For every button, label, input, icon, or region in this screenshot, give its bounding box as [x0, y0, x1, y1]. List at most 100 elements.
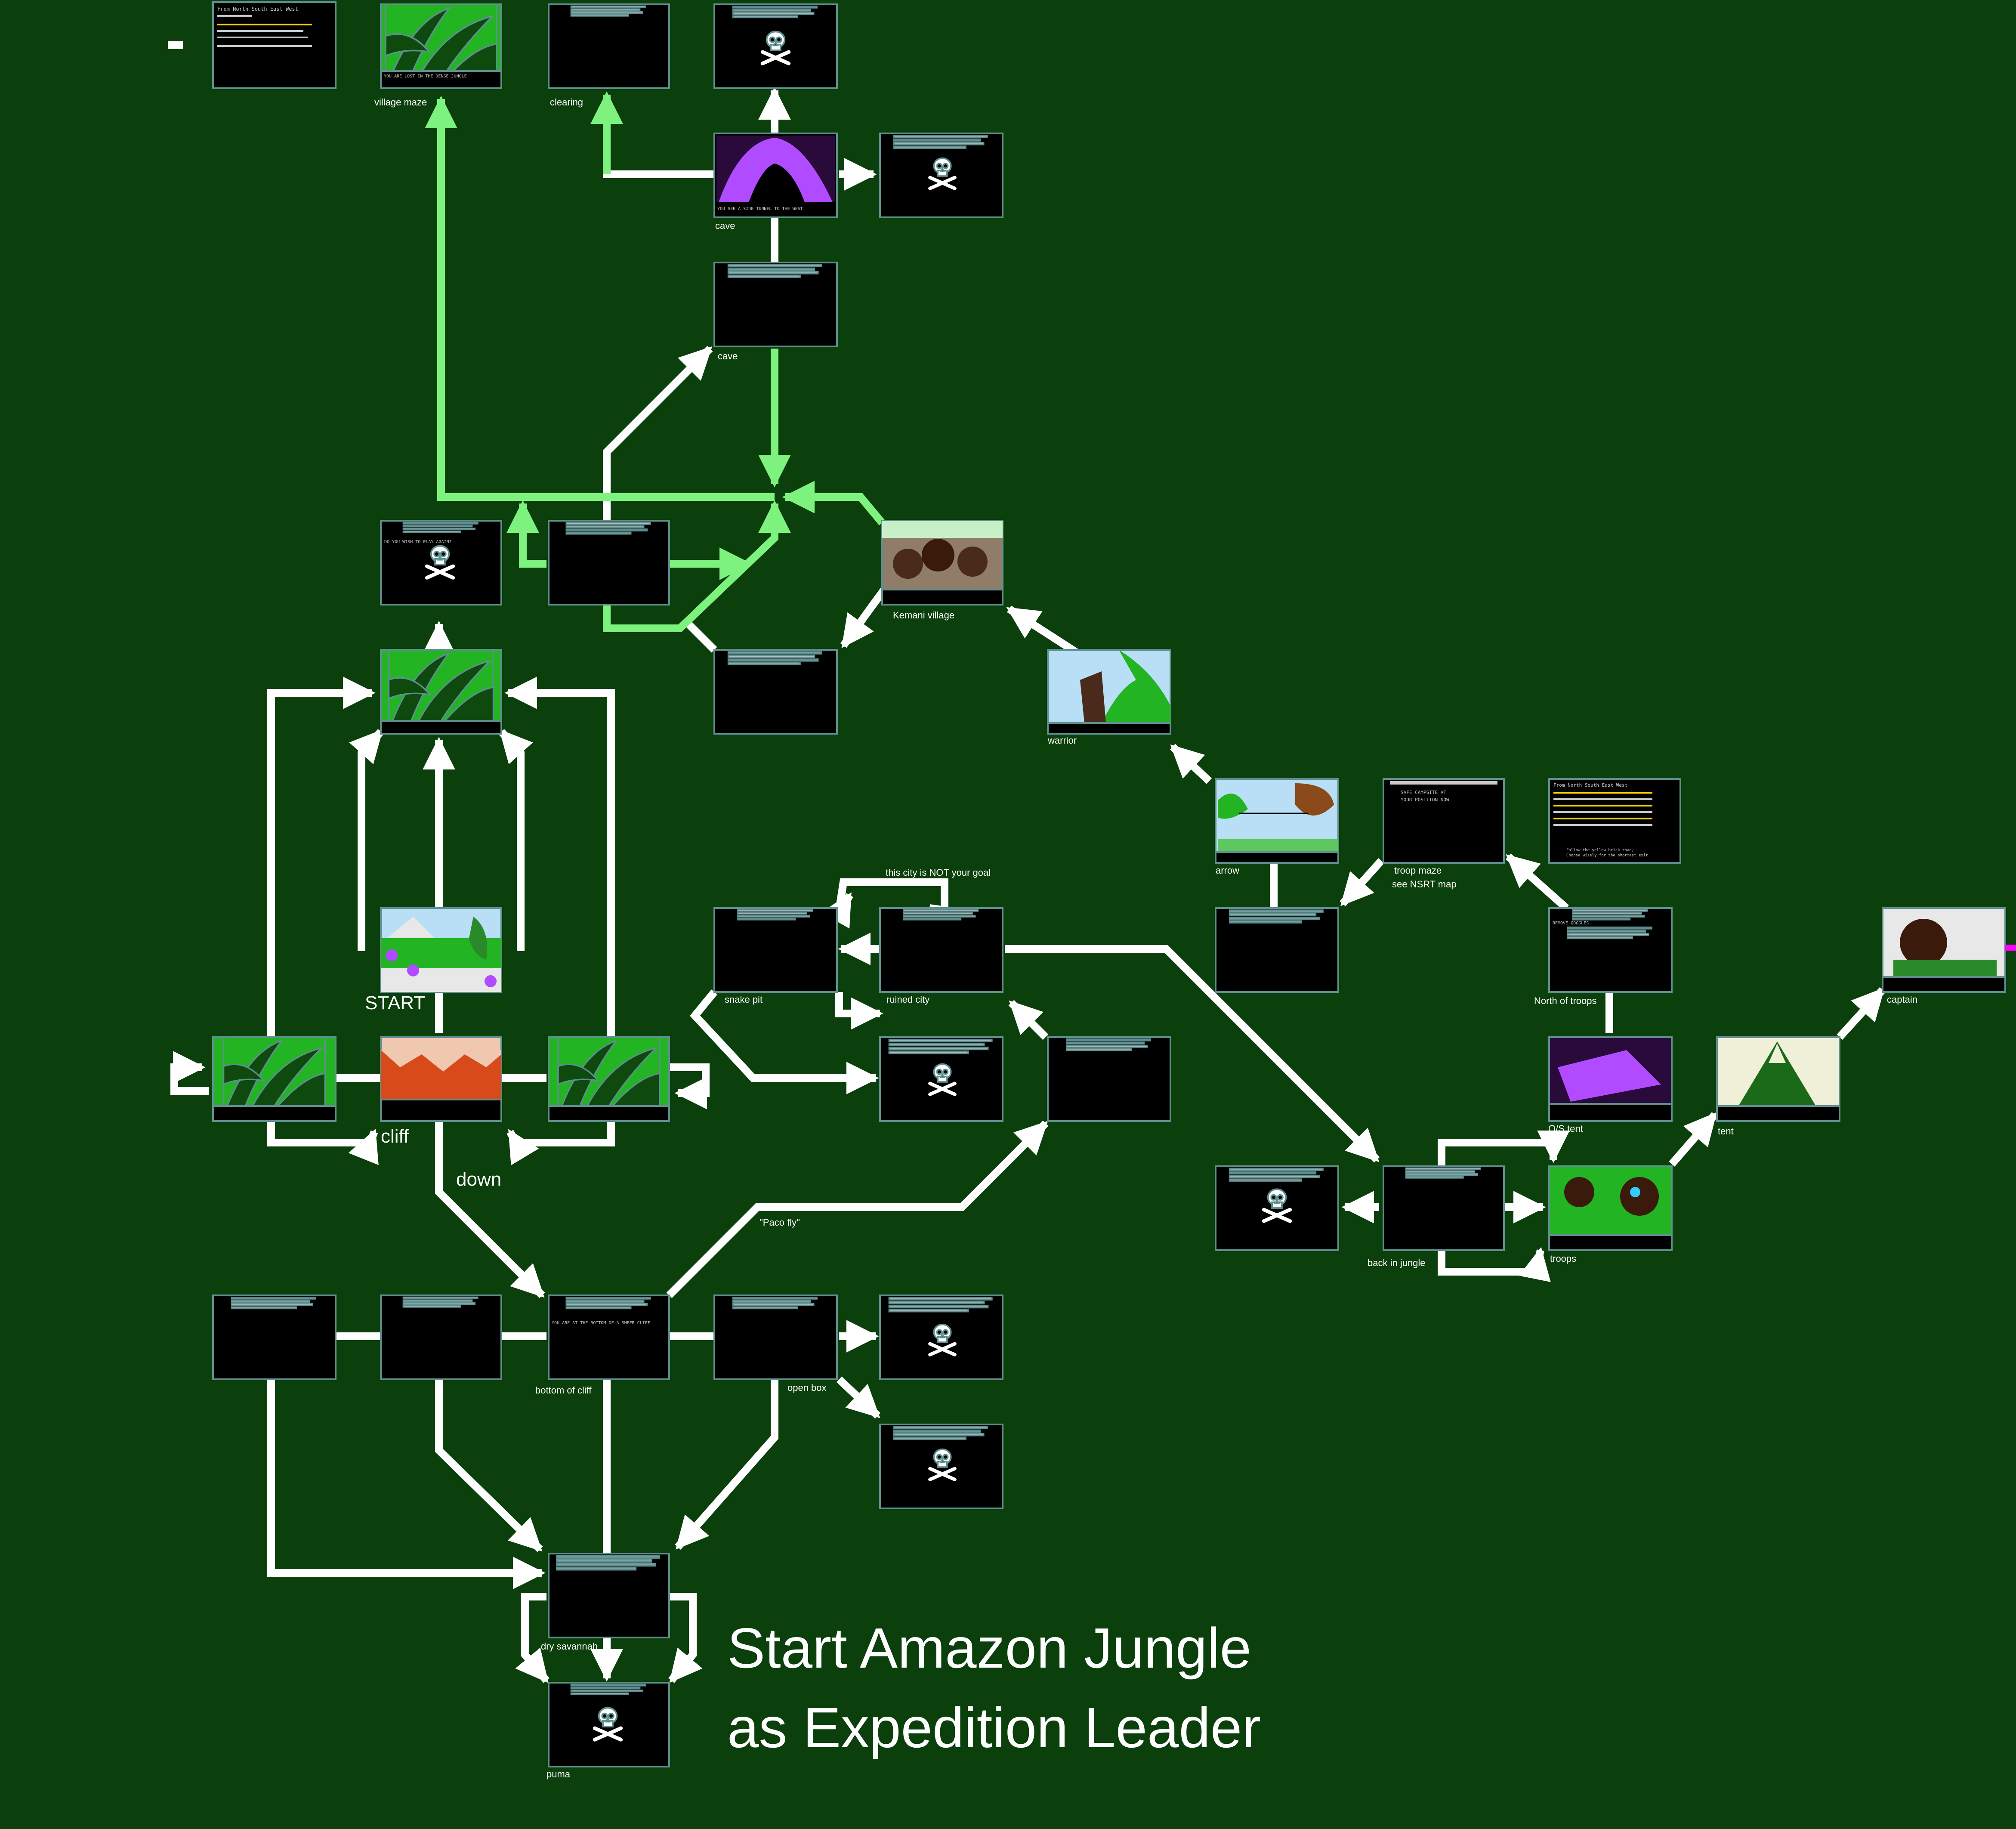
screen-campfire — [713, 649, 838, 735]
screen-puma — [548, 1682, 670, 1767]
title-line-1: Start Amazon Jungle — [727, 1616, 1251, 1680]
label-kemani-village: Kemani village — [893, 610, 954, 621]
screen-back-in-jungle — [1383, 1165, 1505, 1251]
label-warrior: warrior — [1047, 735, 1077, 746]
label-down: down — [456, 1169, 501, 1190]
screen-jungle-sleep — [1215, 907, 1339, 993]
screen-captain — [1882, 907, 2006, 993]
svg-text:DO YOU WISH TO PLAY AGAIN?: DO YOU WISH TO PLAY AGAIN? — [384, 540, 452, 544]
label-os-tent: O/S tent — [1548, 1123, 1583, 1134]
label-back-in-jungle: back in jungle — [1368, 1257, 1426, 1268]
connector — [1506, 853, 1569, 911]
label-troop-maze: troop maze — [1394, 865, 1442, 876]
connectors — [168, 41, 1886, 1683]
connector — [170, 1051, 209, 1095]
svg-text:YOU ARE AT THE BOTTOM OF A SHE: YOU ARE AT THE BOTTOM OF A SHEER CLIFF — [552, 1321, 650, 1325]
screen-bottom-of-cliff: YOU ARE AT THE BOTTOM OF A SHEER CLIFF — [548, 1295, 670, 1380]
connector — [1837, 987, 1886, 1040]
diagram-title: Start Amazon Jungle as Expedition Leader — [727, 1616, 1261, 1759]
connector — [435, 1121, 545, 1298]
connector — [1340, 858, 1384, 907]
maze-table-screen: From North South East West — [212, 1, 337, 89]
screen-death-jungle — [1215, 1165, 1339, 1251]
highlight-path — [425, 91, 885, 632]
screen-death-box2 — [879, 1424, 1003, 1509]
screen-start — [380, 907, 502, 993]
screen-death-cave — [879, 133, 1003, 218]
screen-death-top — [713, 3, 838, 89]
label-cliff: cliff — [381, 1126, 409, 1147]
svg-text:From North South East West: From North South East West — [217, 6, 298, 12]
screen-tent — [1716, 1036, 1840, 1122]
screen-troops — [1548, 1165, 1673, 1251]
label-arrow: arrow — [1216, 865, 1239, 876]
connector — [1008, 1000, 1049, 1040]
screen-bottom-w1 — [380, 1295, 502, 1380]
troop-maze-table: From North South East West Follow the ye… — [1548, 778, 1681, 864]
screen-paco — [1047, 1036, 1171, 1122]
screen-jungle-north — [380, 649, 502, 735]
connector — [685, 621, 717, 653]
connector — [603, 346, 713, 529]
label-see-nsrt-map: see NSRT map — [1392, 879, 1457, 890]
connector — [666, 1120, 1049, 1298]
connector — [821, 892, 853, 929]
svg-text:Follow the yellow brick road,: Follow the yellow brick road, — [1566, 848, 1634, 853]
label-ruined-city: ruined city — [886, 994, 929, 1005]
screen-cliff — [380, 1036, 502, 1122]
screen-cave-top: YOU SEE A SIDE TUNNEL TO THE WEST. — [713, 133, 838, 218]
connector — [498, 729, 533, 951]
label-dry-savannah: dry savannah — [541, 1641, 598, 1652]
label-cave-mid: cave — [718, 351, 738, 361]
label-captain: captain — [1887, 994, 1917, 1005]
screen-jungle-west — [212, 1036, 337, 1122]
connector — [669, 1063, 710, 1109]
connector — [267, 677, 376, 1037]
screen-north-center — [548, 520, 670, 606]
svg-text:YOU SEE A SIDE TUNNEL TO THE W: YOU SEE A SIDE TUNNEL TO THE WEST. — [717, 207, 806, 211]
connector — [349, 729, 384, 951]
connector — [603, 500, 791, 632]
screen-warrior — [1047, 649, 1171, 735]
connector — [1170, 744, 1212, 784]
svg-text:YOUR POSITION NOW: YOUR POSITION NOW — [1401, 797, 1449, 803]
connector — [1006, 606, 1078, 655]
svg-text:REMOVE GOGGLES: REMOVE GOGGLES — [1553, 921, 1589, 926]
screen-ruined-city — [879, 907, 1003, 993]
label-open-box: open box — [787, 1382, 827, 1393]
screen-arrow — [1215, 778, 1339, 864]
screen-bottom-w2 — [212, 1295, 337, 1380]
label-cave-top: cave — [715, 220, 735, 231]
screen-kemani-village — [881, 520, 1003, 606]
screen-troop-maze: SAFE CAMPSITE AT YOUR POSITION NOW — [1383, 778, 1505, 864]
svg-text:YOU ARE LOST IN THE DENSE JUNG: YOU ARE LOST IN THE DENSE JUNGLE — [384, 74, 467, 79]
connector — [267, 1379, 546, 1589]
screen-clearing — [548, 3, 670, 89]
label-tent: tent — [1718, 1126, 1734, 1137]
screen-os-tent — [1548, 1036, 1673, 1122]
connector — [1438, 1247, 1551, 1282]
screen-open-box — [713, 1295, 838, 1380]
connector — [690, 989, 879, 1094]
label-troops: troops — [1550, 1253, 1576, 1264]
screen-snake-pit — [713, 907, 838, 993]
connector — [590, 91, 714, 178]
screen-dry-savannah — [548, 1553, 670, 1638]
connector — [782, 481, 885, 525]
screen-cave-mid — [713, 262, 838, 347]
connector — [435, 1379, 543, 1552]
connector — [1005, 945, 1380, 1163]
connector — [267, 1121, 379, 1165]
label-north-of-troops: North of troops — [1534, 995, 1597, 1006]
connector — [675, 1379, 778, 1550]
label-snake-pit: snake pit — [725, 994, 763, 1005]
connector — [1438, 1130, 1570, 1166]
screen-death-box1 — [879, 1295, 1003, 1380]
connector — [835, 992, 883, 1030]
connector — [835, 878, 948, 915]
screen-death-snake — [879, 1036, 1003, 1122]
screen-north-of-troops: REMOVE GOGGLES — [1548, 907, 1673, 993]
screen-village-maze: YOU ARE LOST IN THE DENSE JUNGLE — [380, 3, 502, 89]
title-line-2: as Expedition Leader — [727, 1696, 1261, 1759]
